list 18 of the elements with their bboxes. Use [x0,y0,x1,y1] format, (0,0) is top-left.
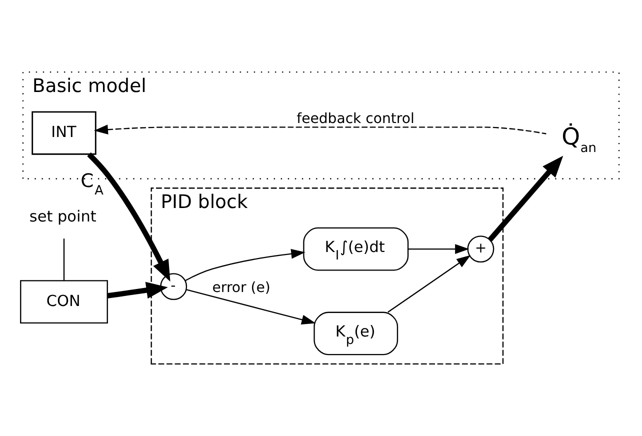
arrow [186,289,316,325]
arrow [408,244,470,254]
edge-label: error (e) [212,280,270,296]
node-circle: + [467,236,494,263]
node-box: K$_{p}$(e) [314,312,398,356]
node-box: CON [20,280,108,324]
node-circle: - [160,273,188,300]
arrow [94,124,546,135]
node-label: set point [29,207,96,226]
edge-label: feedback control [296,111,414,128]
arrow [107,282,168,299]
arrow [87,152,170,282]
node-box: K$_{I}$∫(e)dt [303,227,409,271]
node-box: INT [32,111,96,155]
arrow [185,248,306,282]
node-text: Q̇$_{an}$ [562,122,596,156]
arrow [488,156,564,242]
arrow [388,255,471,313]
